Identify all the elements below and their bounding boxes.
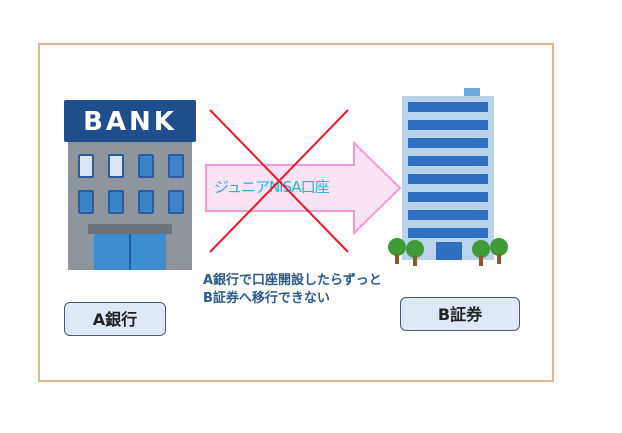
tower-rooftop [464, 88, 480, 96]
bank-window [78, 190, 94, 214]
tower-floor-windows [408, 174, 488, 184]
bank-window [168, 190, 184, 214]
tower-floor-windows [408, 120, 488, 130]
bank-door [94, 234, 166, 270]
bank-window [108, 154, 124, 178]
bank-window [78, 154, 94, 178]
tower-floor-windows [408, 102, 488, 112]
bank-sign: BANK [64, 100, 196, 142]
bank-window [138, 154, 154, 178]
tree-icon [472, 240, 490, 266]
tree-icon [388, 238, 406, 264]
tower-body [402, 96, 494, 260]
bank-building-icon: BANK [64, 100, 196, 270]
tower-floor-windows [408, 156, 488, 166]
bank-window [168, 154, 184, 178]
note-line-1: A銀行で口座開設したらずっと [203, 273, 382, 288]
note-line-2: B証券へ移行できない [203, 291, 330, 306]
transfer-note: A銀行で口座開設したらずっと B証券へ移行できない [203, 272, 382, 308]
tower-door [436, 242, 462, 260]
bank-door-lintel [88, 224, 172, 234]
tower-floor-windows [408, 138, 488, 148]
bank-window [108, 190, 124, 214]
bank-name-label: A銀行 [64, 302, 166, 336]
tower-floor-windows [408, 192, 488, 202]
tower-floor-windows [408, 210, 488, 220]
securities-building-icon [400, 88, 496, 260]
bank-window [138, 190, 154, 214]
securities-name-label: B証券 [400, 297, 520, 331]
tree-icon [490, 238, 508, 264]
tower-floor-windows [408, 228, 488, 238]
tree-icon [406, 240, 424, 266]
bank-body [68, 142, 192, 270]
transfer-arrow-icon [205, 141, 402, 235]
cross-out-icon [209, 109, 349, 253]
